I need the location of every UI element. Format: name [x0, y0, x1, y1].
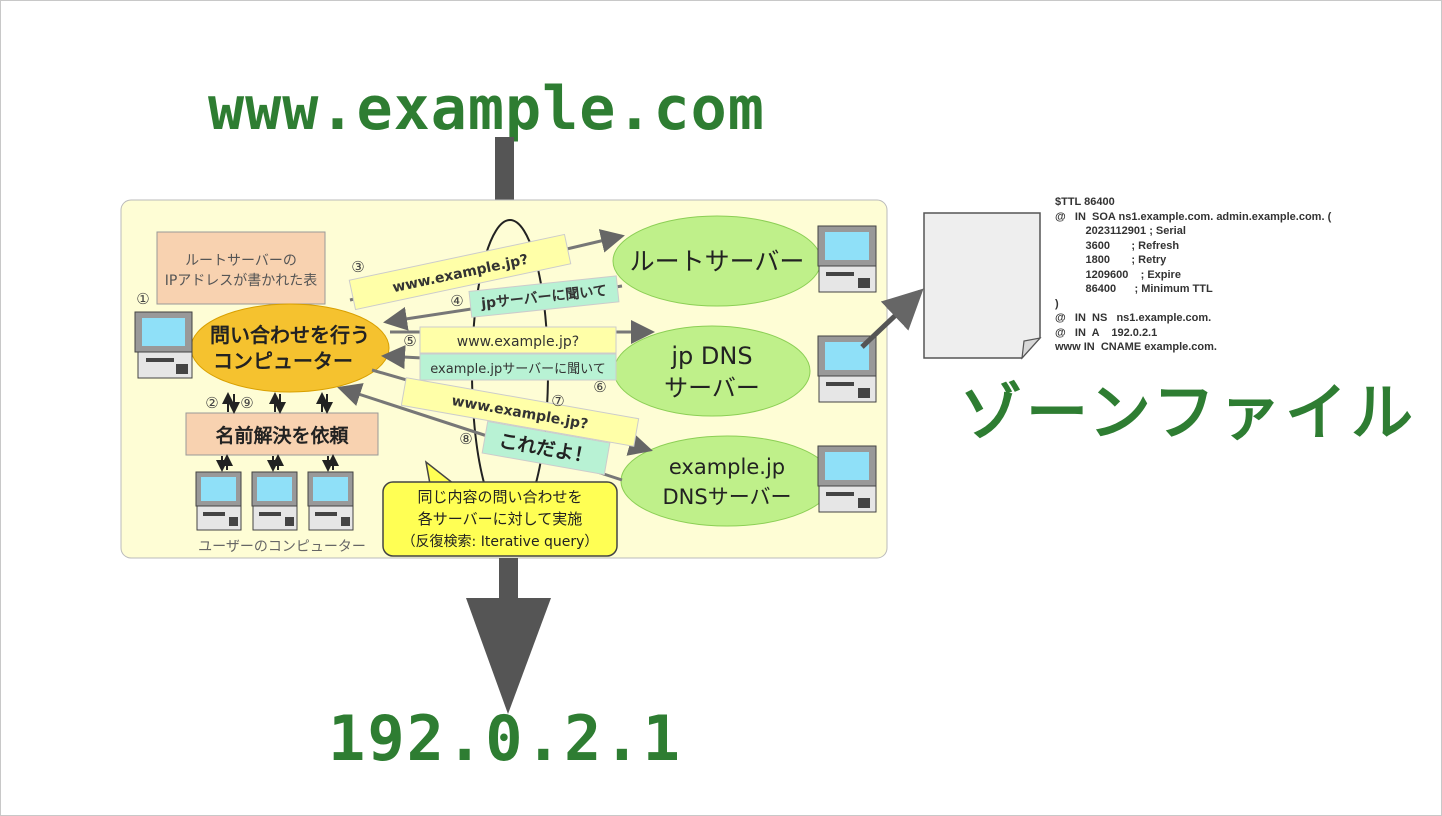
input-connector-bar — [495, 137, 514, 201]
resolve-request-label: 名前解決を依頼 — [215, 424, 349, 447]
output-arrow-head — [466, 598, 551, 714]
zone-line: 1209600 ; Expire — [1055, 268, 1181, 281]
jp-server-computer-icon — [817, 335, 877, 403]
domain-name-title: www.example.com — [208, 74, 765, 144]
step-8: ⑧ — [459, 430, 472, 448]
zone-line: 3600 ; Refresh — [1055, 239, 1180, 252]
step-1: ① — [136, 290, 149, 308]
label-query-jp-box — [419, 326, 617, 354]
jp-dns-label-1: jp DNS — [670, 342, 752, 370]
note-box — [382, 481, 618, 557]
zone-line: ) — [1055, 297, 1059, 310]
root-server-label: ルートサーバー — [630, 247, 805, 276]
step-9: ⑨ — [240, 394, 253, 412]
example-dns-ellipse — [620, 435, 834, 527]
step-7: ⑦ — [551, 392, 564, 410]
example-dns-label-2: DNSサーバー — [663, 485, 792, 509]
resolver-computer-icon — [134, 311, 193, 379]
root-table-label-2: IPアドレスが書かれた表 — [165, 273, 318, 289]
zone-file-content: $TTL 86400 @ IN SOA ns1.example.com. adm… — [1055, 195, 1331, 355]
jp-dns-label-2: サーバー — [664, 374, 760, 402]
zone-file-link-arrow — [860, 288, 924, 349]
zone-line: @ IN NS ns1.example.com. — [1055, 312, 1212, 324]
label-reply-jp: example.jpサーバーに聞いて — [430, 362, 605, 377]
note-line-1: 同じ内容の問い合わせを — [417, 488, 582, 506]
zone-file-document-icon — [923, 212, 1042, 360]
zone-line: 2023112901 ; Serial — [1055, 225, 1186, 237]
ip-address-result: 192.0.2.1 — [328, 702, 682, 775]
user-computer-icon-1 — [195, 471, 242, 531]
step-5: ⑤ — [403, 332, 416, 350]
jp-dns-ellipse — [613, 325, 811, 417]
label-reply-jp-box — [419, 353, 617, 381]
step-6: ⑥ — [593, 378, 606, 396]
zone-line: @ IN A 192.0.2.1 — [1055, 326, 1158, 339]
zone-line: 1800 ; Retry — [1055, 254, 1167, 266]
step-4: ④ — [450, 292, 463, 310]
user-computers-label: ユーザーのコンピューター — [198, 539, 366, 555]
output-arrow-shaft — [499, 558, 518, 600]
example-dns-label-1: example.jp — [669, 455, 785, 479]
resolver-label-1: 問い合わせを行う — [210, 323, 370, 347]
user-computer-icon-3 — [307, 471, 354, 531]
resolver-label-2: コンピューター — [213, 349, 353, 373]
user-computer-icon-2 — [251, 471, 298, 531]
root-table-label-1: ルートサーバーの — [185, 253, 297, 269]
root-server-computer-icon — [817, 225, 877, 293]
example-server-computer-icon — [817, 445, 877, 513]
step-3: ③ — [351, 258, 364, 276]
note-line-2: 各サーバーに対して実施 — [418, 510, 582, 528]
zone-line: $TTL 86400 — [1055, 196, 1115, 208]
label-query-jp: www.example.jp? — [457, 334, 579, 350]
zone-line: www IN CNAME example.com. — [1055, 341, 1217, 353]
resolver-ellipse — [190, 303, 390, 393]
zone-file-title: ゾーンファイル — [960, 376, 1418, 449]
step-2: ② — [205, 394, 218, 412]
root-table-box — [156, 231, 326, 305]
zone-line: @ IN SOA ns1.example.com. admin.example.… — [1055, 210, 1332, 223]
note-line-3: （反復検索: Iterative query） — [402, 533, 599, 550]
zone-line: 86400 ; Minimum TTL — [1055, 283, 1213, 295]
